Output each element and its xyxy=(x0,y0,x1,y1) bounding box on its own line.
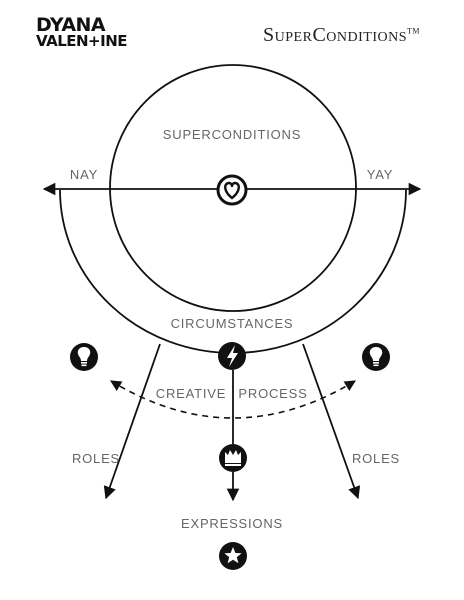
superconditions-label: SUPERCONDITIONS xyxy=(163,127,301,142)
brand-logo: DYANA VALEN+INE xyxy=(36,14,128,50)
heart-icon xyxy=(216,174,248,206)
star-icon xyxy=(219,542,247,570)
page-title: SuperConditionsTM xyxy=(263,24,420,47)
lightbulb-icon xyxy=(70,343,98,371)
roles-right-arrow xyxy=(302,343,361,500)
creative-label: CREATIVE xyxy=(156,386,226,401)
roles-left-label: ROLES xyxy=(72,451,120,466)
roles-right-label: ROLES xyxy=(352,451,400,466)
yay-label: YAY xyxy=(367,167,393,182)
roles-left-arrow xyxy=(103,343,161,500)
expressions-label: EXPRESSIONS xyxy=(181,516,283,531)
brand-logo-line1: DYANA xyxy=(36,14,106,36)
process-label: PROCESS xyxy=(238,386,307,401)
circumstances-label: CIRCUMSTANCES xyxy=(171,316,294,331)
page-title-text: SuperConditions xyxy=(263,24,407,46)
lightbulb-icon xyxy=(362,343,390,371)
lightning-icon xyxy=(218,342,246,370)
brand-logo-line2: VALEN+INE xyxy=(36,32,128,50)
trademark-mark: TM xyxy=(407,26,420,36)
nay-label: NAY xyxy=(70,167,98,182)
crown-icon xyxy=(219,444,247,472)
